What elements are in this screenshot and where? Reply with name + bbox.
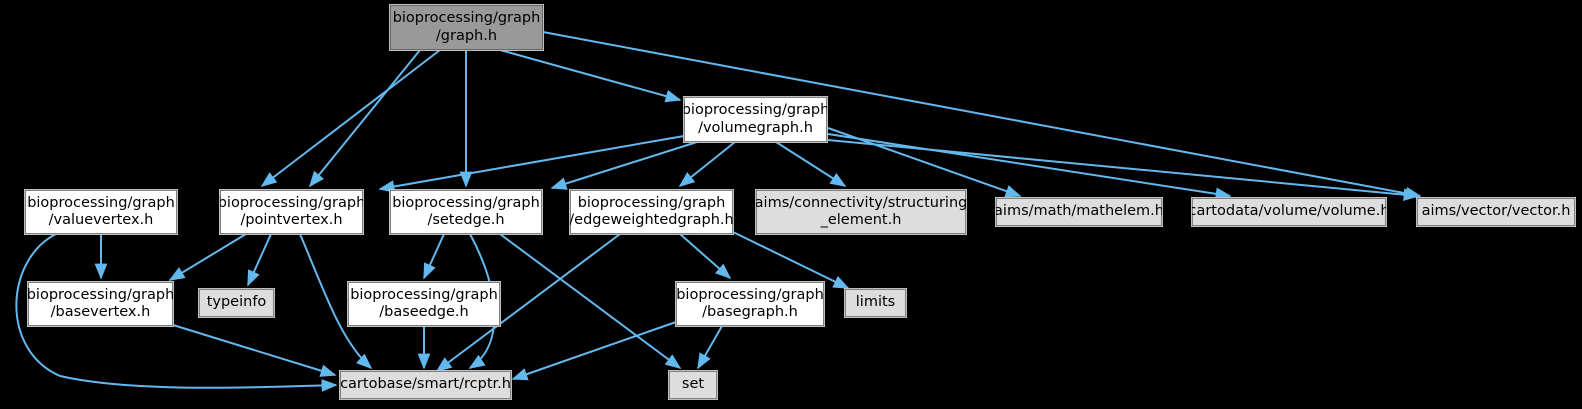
graph-edge (511, 321, 677, 381)
graph-node-label: bioprocessing/graph /setedge.h (392, 194, 540, 228)
graph-node-graph[interactable]: bioprocessing/graph /graph.h (389, 4, 544, 51)
graph-edge (260, 49, 441, 187)
graph-edge (15, 233, 338, 392)
graph-edges (15, 31, 1422, 392)
graph-node-edgeweighted[interactable]: bioprocessing/graph /edgeweightedgraph.h (569, 189, 734, 235)
graph-edge (542, 31, 1422, 200)
graph-edge (168, 233, 247, 281)
graph-node-label: cartodata/volume/volume.h (1188, 203, 1390, 220)
graph-node-label: aims/math/mathelem.h (994, 203, 1164, 220)
graph-edge (499, 233, 682, 369)
graph-node-label: bioprocessing/graph /pointvertex.h (217, 194, 366, 228)
graph-node-set[interactable]: set (668, 370, 718, 400)
graph-edge (679, 233, 732, 280)
graph-node-basevertex[interactable]: bioprocessing/graph /basevertex.h (26, 281, 175, 327)
graph-node-label: aims/vector/vector.h (1421, 203, 1571, 220)
graph-node-mathelem[interactable]: aims/math/mathelem.h (994, 197, 1164, 227)
graph-node-label: bioprocessing/graph /basegraph.h (676, 286, 824, 320)
graph-node-label: set (681, 376, 705, 393)
graph-edge (732, 231, 850, 289)
graph-node-label: bioprocessing/graph /valuevertex.h (27, 194, 175, 228)
graph-edge (775, 141, 847, 187)
graph-node-label: bioprocessing/graph /graph.h (392, 10, 541, 44)
graph-node-valuevertex[interactable]: bioprocessing/graph /valuevertex.h (24, 189, 178, 235)
graph-edge (247, 233, 272, 287)
graph-node-vector[interactable]: aims/vector/vector.h (1416, 197, 1576, 227)
graph-edge (299, 233, 373, 370)
graph-edge (678, 141, 736, 187)
graph-node-volumegraph[interactable]: bioprocessing/graph /volumegraph.h (681, 96, 830, 143)
graph-edge (697, 325, 723, 370)
graph-edge (827, 133, 1232, 201)
graph-edge (435, 233, 621, 372)
graph-node-label: bioprocessing/graph /edgeweightedgraph.h (569, 194, 734, 228)
graph-node-label: aims/connectivity/structuring _element.h (754, 194, 968, 228)
graph-node-label: limits (855, 294, 896, 311)
graph-edge (550, 141, 698, 190)
graph-node-basegraph[interactable]: bioprocessing/graph /basegraph.h (675, 281, 825, 327)
graph-node-label: cartobase/smart/rcptr.h (340, 376, 511, 393)
graph-edge (827, 139, 1420, 202)
graph-node-baseedge[interactable]: bioprocessing/graph /baseedge.h (347, 281, 501, 327)
graph-node-label: bioprocessing/graph /baseedge.h (350, 286, 498, 320)
graph-node-volume[interactable]: cartodata/volume/volume.h (1188, 197, 1390, 227)
graph-node-label: bioprocessing/graph /volumegraph.h (681, 102, 830, 136)
graph-node-pointvertex[interactable]: bioprocessing/graph /pointvertex.h (217, 189, 366, 235)
graph-edge (308, 49, 421, 188)
graph-node-typeinfo[interactable]: typeinfo (198, 288, 275, 318)
graph-node-setedge[interactable]: bioprocessing/graph /setedge.h (389, 189, 543, 235)
graph-edge (423, 233, 445, 280)
graph-node-structuring[interactable]: aims/connectivity/structuring _element.h (754, 189, 968, 235)
graph-node-label: typeinfo (206, 294, 267, 311)
graph-edge (499, 49, 682, 103)
graph-edge (172, 324, 337, 377)
graph-edge (378, 135, 685, 193)
graph-node-rcptr[interactable]: cartobase/smart/rcptr.h (339, 370, 512, 400)
graph-node-limits[interactable]: limits (844, 288, 907, 318)
graph-node-label: bioprocessing/graph /basevertex.h (26, 286, 175, 320)
